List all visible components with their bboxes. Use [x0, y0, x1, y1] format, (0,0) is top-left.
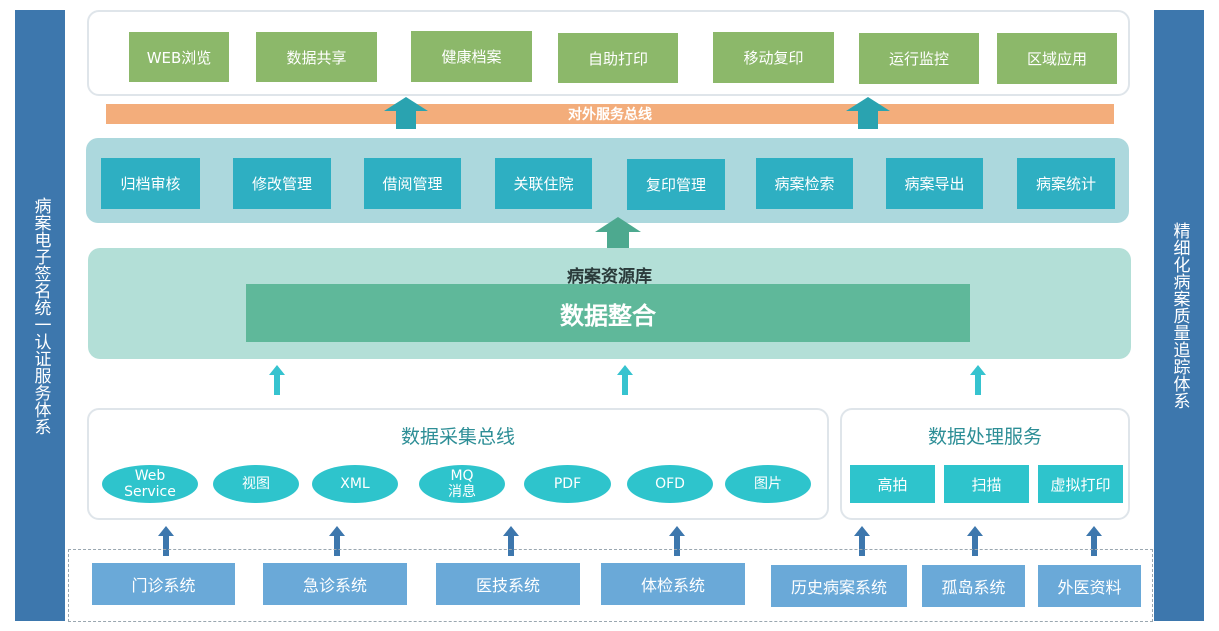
source-system: 历史病案系统: [771, 565, 907, 607]
up-arrow-icon: [854, 526, 870, 556]
up-arrow-icon: [384, 97, 428, 129]
management-item: 复印管理: [627, 159, 725, 210]
processing-item: 虚拟打印: [1038, 465, 1123, 503]
processing-title: 数据处理服务: [927, 426, 1042, 448]
management-item: 病案统计: [1017, 158, 1115, 209]
app-item: 移动复印: [713, 32, 834, 83]
app-item: 数据共享: [256, 32, 377, 82]
app-item: WEB浏览: [129, 32, 229, 82]
right-system-bar: 精细化病案质量追踪体系: [1154, 10, 1204, 621]
collection-title: 数据采集总线: [400, 426, 515, 448]
data-integration-block: 数据整合: [246, 284, 970, 342]
source-system: 医技系统: [436, 563, 580, 605]
collection-item: OFD: [627, 465, 713, 503]
right-system-label: 精细化病案质量追踪体系: [1169, 222, 1190, 409]
repository-title: 病案资源库: [567, 267, 652, 287]
processing-item: 扫描: [944, 465, 1029, 503]
app-item: 健康档案: [411, 31, 532, 82]
up-arrow-icon: [967, 526, 983, 556]
source-system: 外医资料: [1038, 565, 1141, 607]
up-arrow-icon: [158, 526, 174, 556]
processing-item: 高拍: [850, 465, 935, 503]
app-item: 区域应用: [997, 33, 1117, 84]
management-item: 借阅管理: [364, 158, 461, 209]
left-system-bar: 病案电子签名统一认证服务体系: [15, 10, 65, 621]
management-item: 关联住院: [495, 158, 592, 209]
up-arrow-icon: [329, 526, 345, 556]
management-item: 病案导出: [886, 158, 983, 209]
collection-item: 图片: [725, 465, 811, 503]
source-systems-group: [68, 549, 1153, 622]
up-arrow-icon: [846, 97, 890, 129]
service-bus-label: 对外服务总线: [568, 107, 652, 123]
source-system: 孤岛系统: [922, 565, 1025, 607]
collection-item: XML: [312, 465, 398, 503]
up-arrow-icon: [595, 217, 641, 249]
source-system: 急诊系统: [263, 563, 407, 605]
data-integration-label: 数据整合: [560, 301, 656, 330]
left-system-label: 病案电子签名统一认证服务体系: [30, 196, 51, 435]
service-bus: 对外服务总线: [106, 104, 1114, 124]
management-item: 修改管理: [233, 158, 331, 209]
source-system: 体检系统: [601, 563, 745, 605]
collection-item: PDF: [524, 465, 611, 503]
up-arrow-icon: [617, 365, 633, 395]
management-item: 病案检索: [756, 158, 853, 209]
app-item: 自助打印: [558, 33, 678, 83]
up-arrow-icon: [970, 365, 986, 395]
source-system: 门诊系统: [92, 563, 235, 605]
app-item: 运行监控: [859, 33, 979, 84]
up-arrow-icon: [503, 526, 519, 556]
up-arrow-icon: [269, 365, 285, 395]
collection-item: 视图: [213, 465, 299, 503]
up-arrow-icon: [669, 526, 685, 556]
up-arrow-icon: [1086, 526, 1102, 556]
management-item: 归档审核: [101, 158, 200, 209]
